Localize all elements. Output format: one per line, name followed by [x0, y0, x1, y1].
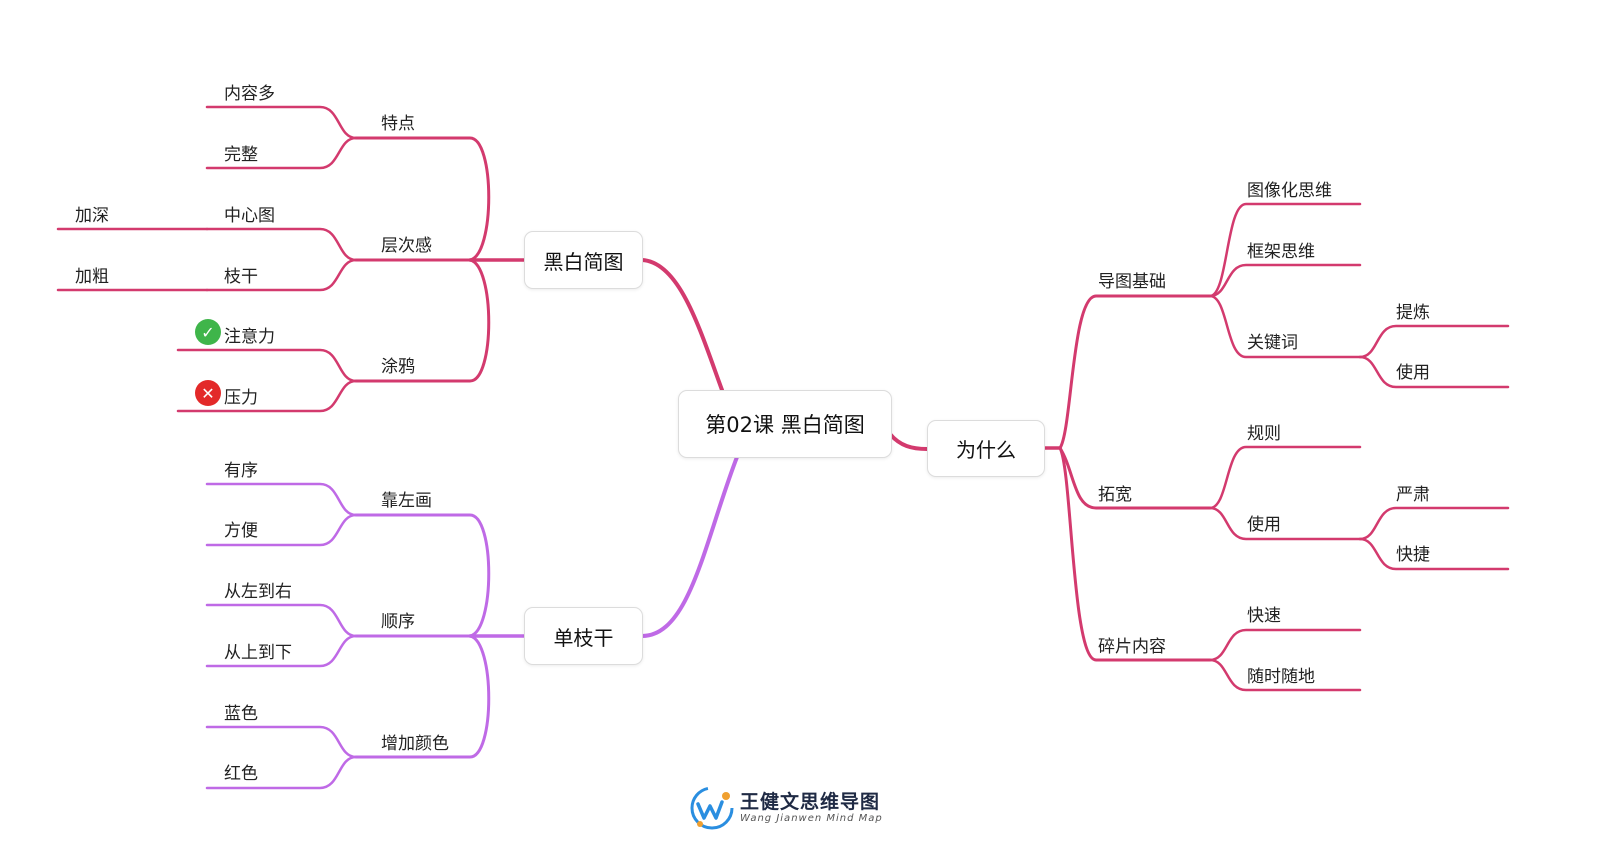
check-icon: ✓: [195, 319, 221, 345]
node-bw[interactable]: 黑白简图: [524, 231, 643, 289]
link-serious: [1358, 506, 1510, 541]
link-why-expand: [1058, 446, 1212, 510]
link-complete: [205, 136, 358, 170]
link-blue: [205, 725, 358, 759]
link-use-1: [1358, 355, 1510, 389]
link-convenient: [205, 513, 358, 547]
label-complete: 完整: [224, 145, 258, 165]
node-why-label: 为什么: [956, 438, 1016, 462]
label-blue: 蓝色: [224, 704, 258, 724]
logo-mark-icon: [690, 786, 734, 830]
label-add-color: 增加颜色: [381, 734, 449, 754]
label-doodle: 涂鸦: [381, 357, 415, 377]
node-bw-label: 黑白简图: [543, 249, 624, 274]
link-root-why: [888, 432, 929, 451]
label-draw-left: 靠左画: [381, 491, 432, 511]
link-single-left: [354, 513, 491, 638]
link-why-fragment: [1058, 446, 1212, 662]
node-why[interactable]: 为什么: [927, 420, 1045, 477]
label-center-image: 中心图: [224, 206, 275, 226]
label-fragment-content: 碎片内容: [1098, 637, 1166, 657]
label-mindmap-basis: 导图基础: [1098, 272, 1166, 292]
node-single-label: 单枝干: [553, 625, 614, 650]
link-anytime: [1208, 658, 1362, 692]
link-red: [205, 755, 358, 790]
link-trunk: [205, 258, 358, 292]
root-label: 第02课 黑白简图: [705, 413, 865, 437]
label-keywords: 关键词: [1247, 333, 1298, 353]
label-use-2: 使用: [1247, 515, 1281, 535]
label-left-to-right: 从左到右: [224, 582, 292, 602]
brand-logo: 王健文思维导图 Wang Jianwen Mind Map: [688, 784, 883, 832]
label-fast: 快速: [1247, 606, 1281, 626]
link-bw-doodle: [354, 258, 491, 383]
label-thicken: 加粗: [75, 267, 109, 287]
link-root-bw: [640, 258, 724, 392]
link-use-2: [1208, 506, 1362, 541]
link-visual-thinking: [1208, 202, 1362, 298]
label-orderly: 有序: [224, 461, 258, 481]
label-expand: 拓宽: [1098, 485, 1132, 505]
link-frame-thinking: [1208, 263, 1362, 298]
link-left-right: [205, 603, 358, 638]
link-content-rich: [205, 105, 358, 140]
link-single-color: [354, 634, 491, 759]
link-pressure: [176, 379, 358, 413]
link-orderly: [205, 482, 358, 517]
label-content-rich: 内容多: [224, 84, 275, 104]
node-single[interactable]: 单枝干: [524, 607, 643, 665]
cross-icon: ✕: [195, 380, 221, 406]
link-why-base: [1058, 294, 1212, 450]
root-node[interactable]: 第02课 黑白简图: [678, 390, 892, 458]
link-refine: [1358, 324, 1510, 359]
label-bw-features: 特点: [381, 114, 415, 134]
link-quick: [1358, 537, 1510, 571]
link-bw-features: [354, 136, 491, 262]
logo-text-en: Wang Jianwen Mind Map: [740, 813, 883, 824]
label-attention: 注意力: [224, 327, 275, 347]
label-frame-thinking: 框架思维: [1247, 242, 1315, 262]
link-rules: [1208, 445, 1362, 510]
link-root-single: [640, 455, 739, 638]
label-anytime: 随时随地: [1247, 667, 1315, 687]
link-attention: [176, 348, 358, 383]
label-bw-layers: 层次感: [381, 236, 432, 256]
label-rules: 规则: [1247, 424, 1281, 444]
link-keywords: [1208, 294, 1362, 359]
label-refine: 提炼: [1396, 303, 1430, 323]
logo-text-cn: 王健文思维导图: [740, 791, 881, 813]
label-red: 红色: [224, 764, 258, 784]
label-convenient: 方便: [224, 521, 258, 541]
label-pressure: 压力: [224, 388, 258, 408]
label-visual-thinking: 图像化思维: [1247, 181, 1332, 201]
link-top-bottom: [205, 634, 358, 668]
link-center-image: [205, 227, 358, 262]
label-serious: 严肃: [1396, 485, 1430, 505]
label-trunk: 枝干: [224, 267, 258, 287]
label-order: 顺序: [381, 612, 415, 632]
link-fast: [1208, 628, 1362, 662]
label-deepen: 加深: [75, 206, 109, 226]
label-quick: 快捷: [1396, 545, 1430, 565]
label-top-to-bottom: 从上到下: [224, 643, 292, 663]
label-use-1: 使用: [1396, 363, 1430, 383]
